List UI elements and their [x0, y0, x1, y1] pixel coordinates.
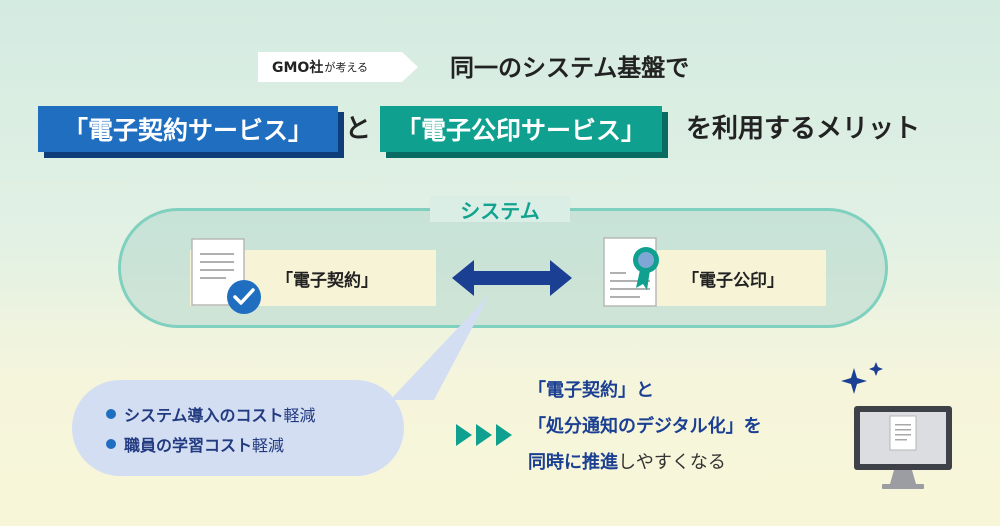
seal-certificate-icon	[603, 237, 659, 307]
chevron-right-icon	[496, 424, 512, 446]
benefit-bubble	[72, 380, 404, 476]
sparkle-icon	[841, 362, 883, 394]
bubble-tail	[390, 294, 490, 400]
benefit-item: システム導入のコスト軽減	[106, 402, 316, 426]
contract-service-box: 「電子契約サービス」	[38, 106, 338, 152]
chevron-right-icon	[476, 424, 492, 446]
bullet-icon	[106, 439, 116, 449]
result-line: 同時に推進しやすくなる	[528, 452, 726, 473]
double-arrow-icon	[452, 260, 572, 296]
bullet-icon	[106, 409, 116, 419]
seal-service-box: 「電子公印サービス」	[380, 106, 662, 152]
connector-text: と	[345, 114, 372, 144]
contract-document-icon	[191, 238, 261, 314]
subtitle: 同一のシステム基盤で	[450, 54, 690, 82]
chevron-right-icon	[456, 424, 472, 446]
contract-card-label: 「電子契約」	[276, 271, 378, 291]
monitor-icon	[854, 406, 952, 489]
result-line: 「電子契約」と	[528, 380, 654, 401]
title-suffix: を利用するメリット	[686, 114, 921, 144]
seal-card-label: 「電子公印」	[682, 271, 784, 291]
system-label: システム	[430, 196, 570, 223]
benefit-item: 職員の学習コスト軽減	[106, 432, 284, 456]
badge: GMO社が考える	[258, 52, 418, 82]
result-line: 「処分通知のデジタル化」を	[528, 416, 762, 437]
